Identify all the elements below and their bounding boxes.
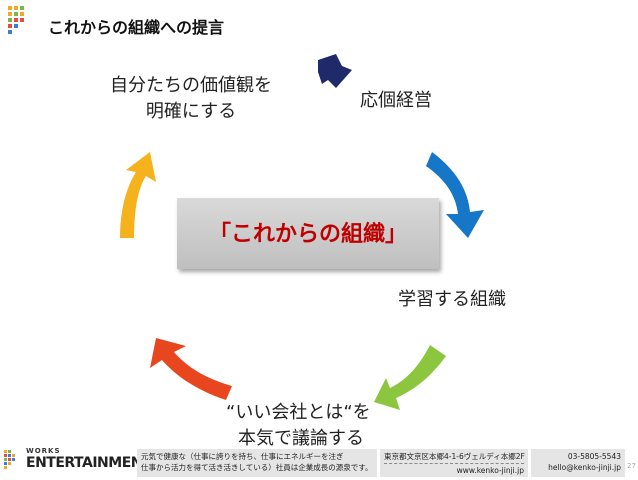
label-discuss-good-company: “いい会社とは“を 本気で議論する	[226, 402, 371, 449]
arrow-navy-icon	[318, 54, 352, 88]
footer-tagline: 元気で健康な（仕事に誇りを持ち、仕事にエネルギーを注ぎ 仕事から活力を得て活き活…	[137, 449, 377, 477]
label-clarify-values: 自分たちの価値観を 明確にする	[110, 75, 272, 122]
label-learning-organization: 学習する組織	[398, 289, 506, 310]
arrow-yellow-icon	[120, 152, 156, 238]
center-box: 「これからの組織」	[177, 198, 439, 269]
footer-url[interactable]: www.kenko-jinji.jp	[456, 466, 524, 475]
cycle-arrows	[120, 54, 484, 410]
header-dots-icon	[8, 6, 24, 34]
logo-entertainment-text: ENTERTAINMENT	[26, 455, 152, 471]
footer-address: 東京都文京区本郷4-1-6ヴェルディ本郷2F	[384, 452, 525, 461]
page-number: 27	[627, 462, 636, 470]
center-title: 「これからの組織」	[208, 222, 407, 247]
arrow-red-icon	[150, 338, 232, 400]
footer-contact-block: 03-5805-5543 hello@kenko-jinji.jp	[531, 449, 625, 477]
label-management: 応個経営	[360, 90, 432, 111]
footer-email[interactable]: hello@kenko-jinji.jp	[548, 463, 621, 472]
arrow-blue-icon	[426, 152, 484, 238]
footer-phone: 03-5805-5543	[567, 452, 621, 461]
page-title: これからの組織への提言	[48, 18, 225, 37]
logo-dots-icon	[4, 450, 15, 469]
logo-works-text: WORKS	[26, 447, 61, 455]
footer-address-block: 東京都文京区本郷4-1-6ヴェルディ本郷2F www.kenko-jinji.j…	[380, 449, 528, 477]
arrow-green-icon	[374, 345, 446, 410]
